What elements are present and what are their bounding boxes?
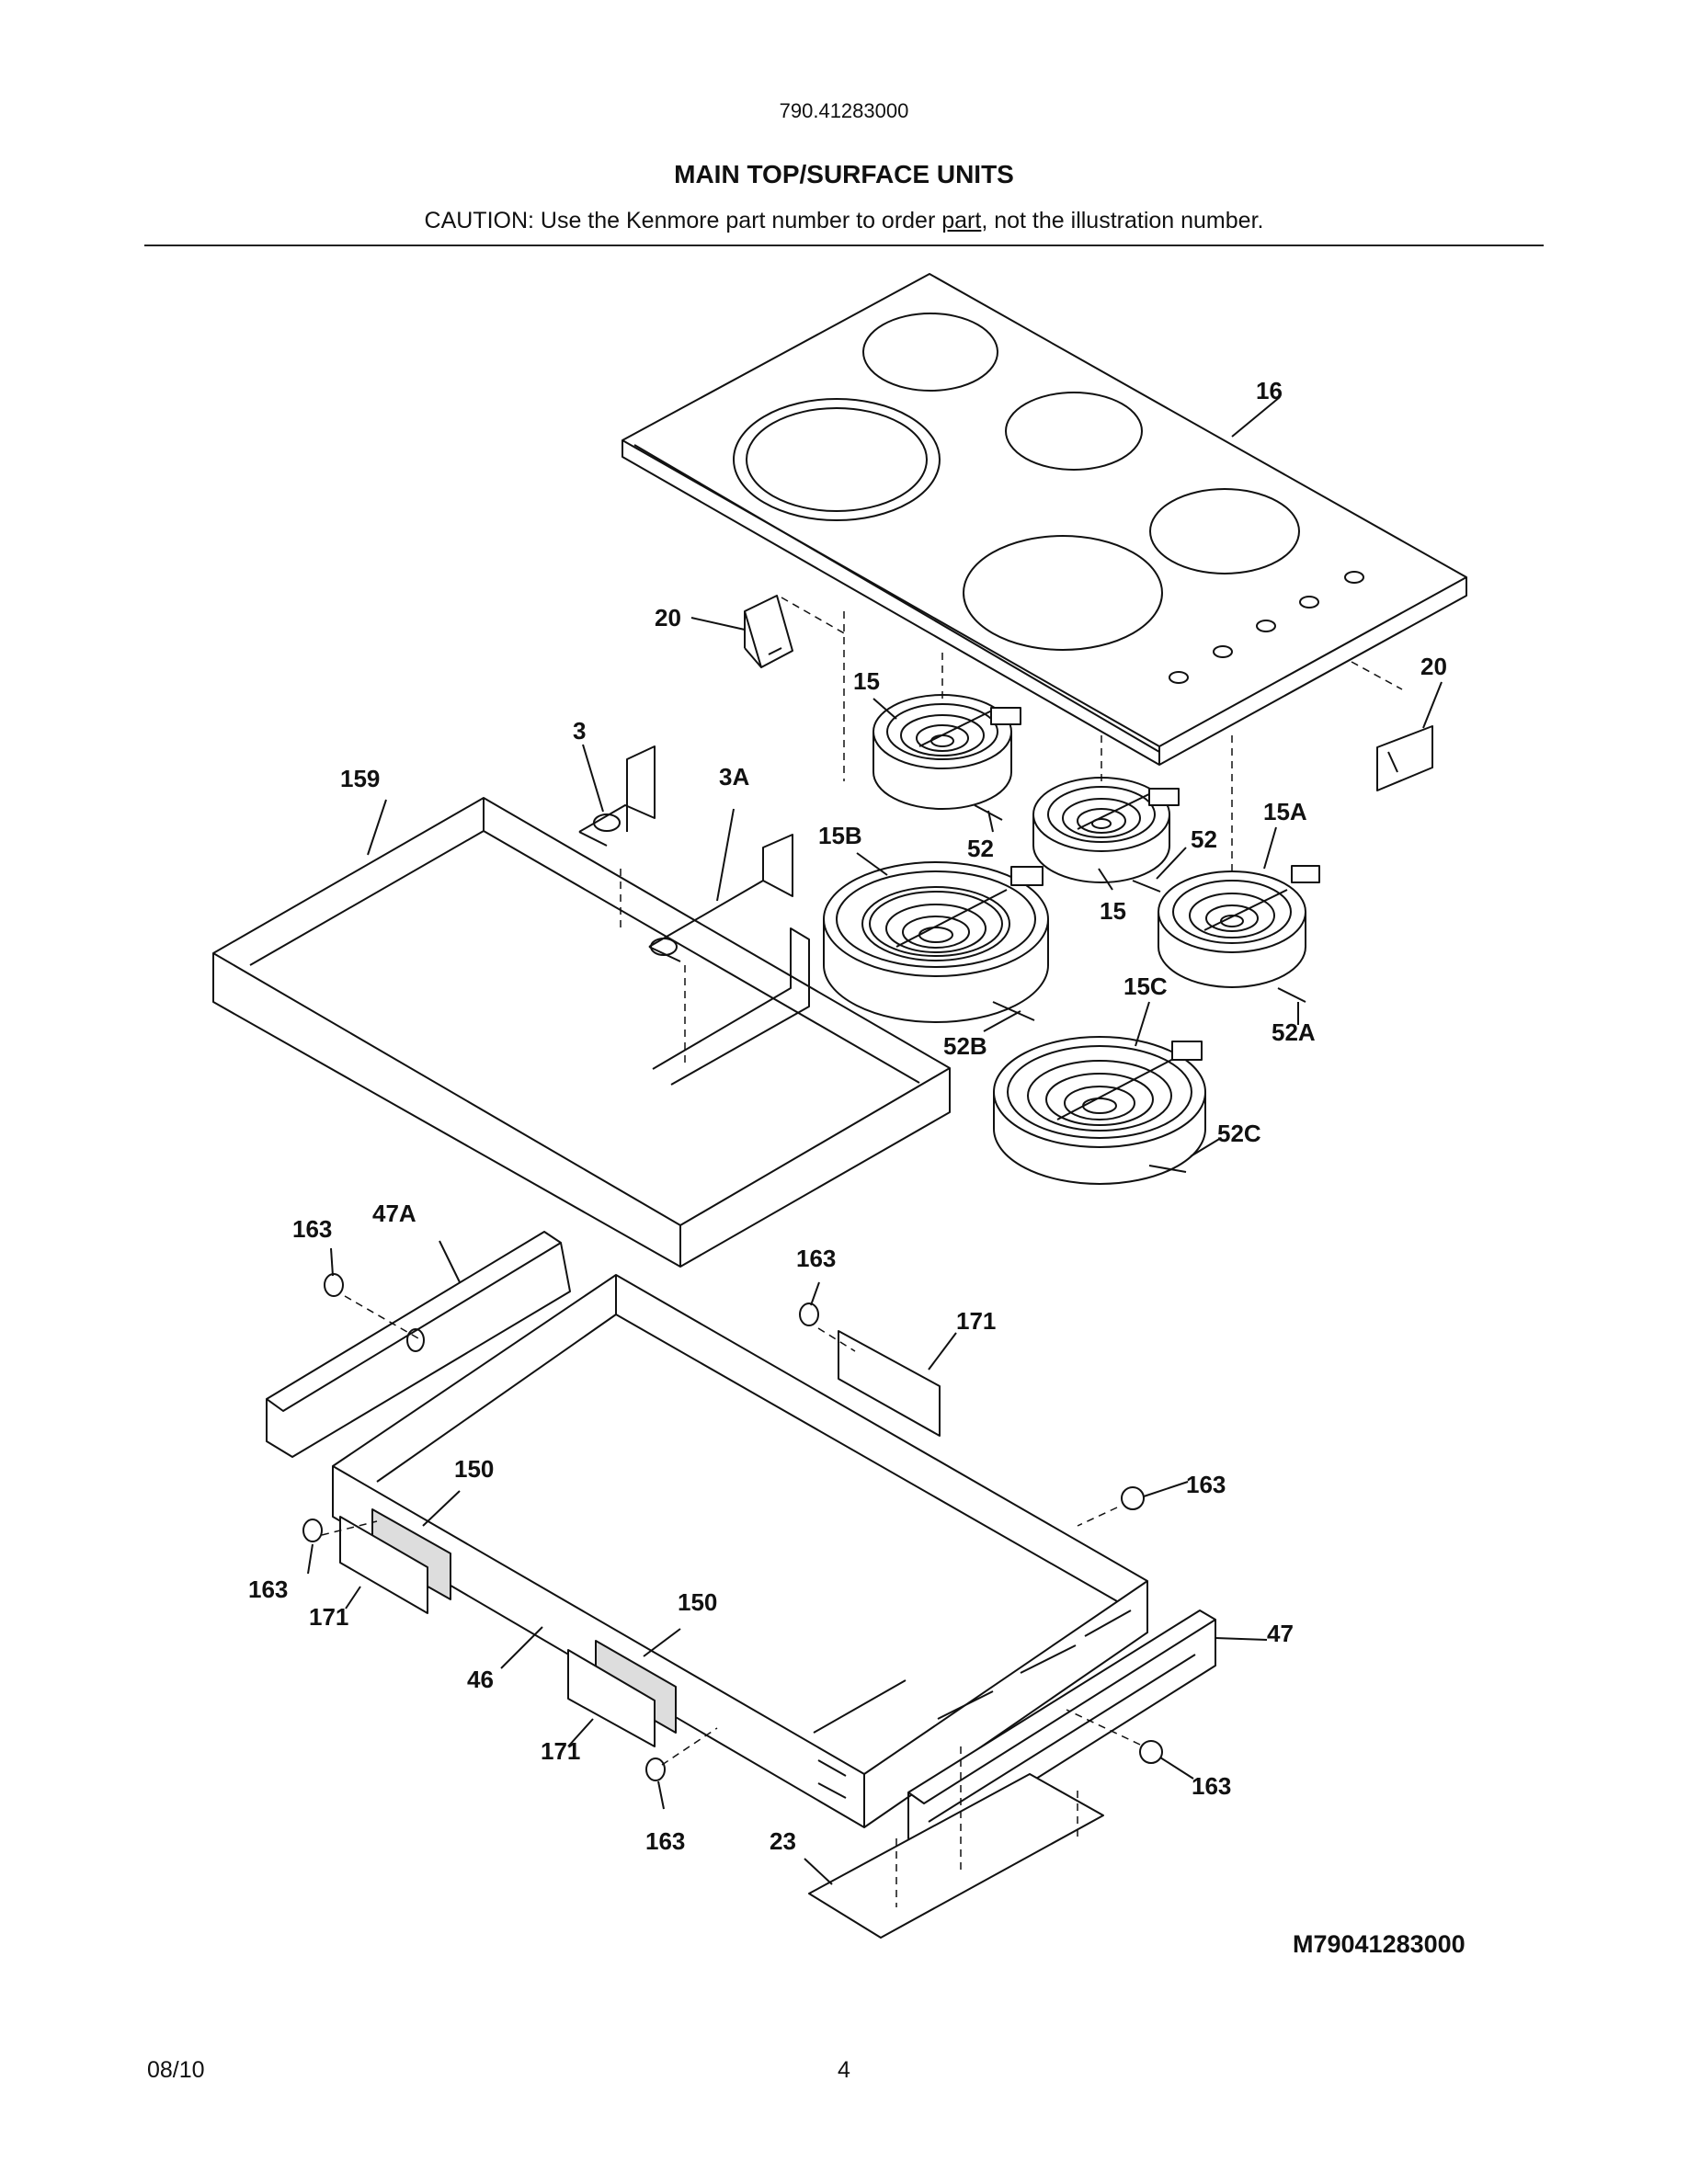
callout-163-right-upper: 163 — [1186, 1471, 1226, 1498]
callout-52-upper: 52 — [967, 835, 994, 862]
bracket-20-right — [1376, 725, 1433, 791]
callout-leader-lines — [307, 396, 1443, 1885]
foot-163-parts — [302, 1273, 1163, 1781]
rail-47A-part — [266, 1231, 571, 1458]
surface-unit-15-lower — [1032, 777, 1180, 893]
tray-159-part — [212, 797, 951, 1268]
callout-163-top-middle: 163 — [796, 1245, 836, 1272]
caution-part-link[interactable]: part — [941, 208, 982, 233]
callout-15-lower: 15 — [1100, 897, 1126, 925]
callout-15A: 15A — [1263, 798, 1307, 825]
callout-52B: 52B — [943, 1032, 987, 1060]
callout-159: 159 — [340, 765, 380, 792]
bracket-3-part — [578, 745, 656, 847]
page-title: MAIN TOP/SURFACE UNITS — [674, 160, 1014, 188]
callout-163-bottom: 163 — [645, 1827, 685, 1855]
header-divider — [144, 245, 1544, 246]
footer-date: 08/10 — [147, 2057, 205, 2083]
callout-15B: 15B — [818, 822, 862, 849]
burner-box-46-part — [332, 1274, 1148, 1828]
callout-150-middle: 150 — [678, 1588, 717, 1616]
bracket-3A-part — [648, 834, 793, 962]
bracket-171-right — [838, 1330, 941, 1437]
tray-bracket-front — [652, 927, 810, 1086]
surface-unit-15B — [823, 861, 1049, 1023]
callout-46: 46 — [467, 1666, 494, 1693]
callout-52C: 52C — [1217, 1120, 1261, 1147]
callout-163-top-left: 163 — [292, 1215, 332, 1243]
model-number: 790.41283000 — [779, 99, 909, 122]
callout-47: 47 — [1267, 1620, 1294, 1647]
callout-labels: 16 20 20 15 3 159 3A 15B 52 52 15A 15 15… — [248, 377, 1447, 1855]
callout-171-right: 171 — [956, 1307, 996, 1335]
bracket-171-middle — [567, 1649, 656, 1747]
callout-20-right: 20 — [1420, 653, 1447, 680]
callout-52A: 52A — [1272, 1018, 1316, 1046]
callout-3: 3 — [573, 717, 586, 745]
cooktop-glass-part — [622, 273, 1467, 766]
surface-unit-15A — [1158, 865, 1320, 1003]
bracket-20-left — [744, 595, 793, 668]
callout-150-left: 150 — [454, 1455, 494, 1483]
bracket-171-left — [339, 1516, 428, 1614]
surface-unit-15C — [993, 1036, 1206, 1185]
callout-52-middle: 52 — [1191, 825, 1217, 853]
page-number: 4 — [838, 2057, 850, 2083]
assembly-dashed-lines — [321, 597, 1403, 1907]
diagram-code: M79041283000 — [1293, 1930, 1466, 1958]
callout-3A: 3A — [719, 763, 749, 791]
caution-text-before: CAUTION: Use the Kenmore part number to … — [424, 208, 942, 233]
callout-23: 23 — [770, 1827, 796, 1855]
caution-note: CAUTION: Use the Kenmore part number to … — [0, 208, 1688, 234]
surface-unit-15-upper — [873, 694, 1021, 821]
callout-20-left: 20 — [655, 604, 681, 631]
callout-163-right-lower: 163 — [1192, 1772, 1231, 1800]
callout-171-left: 171 — [309, 1603, 348, 1631]
callout-15-upper: 15 — [853, 667, 880, 695]
callout-47A: 47A — [372, 1200, 416, 1227]
cover-plate-23 — [808, 1773, 1104, 1939]
caution-text-after: , not the illustration number. — [981, 208, 1264, 233]
callout-163-left: 163 — [248, 1575, 288, 1603]
callout-171-middle: 171 — [541, 1737, 580, 1765]
callout-15C: 15C — [1123, 973, 1168, 1000]
callout-16: 16 — [1256, 377, 1283, 404]
